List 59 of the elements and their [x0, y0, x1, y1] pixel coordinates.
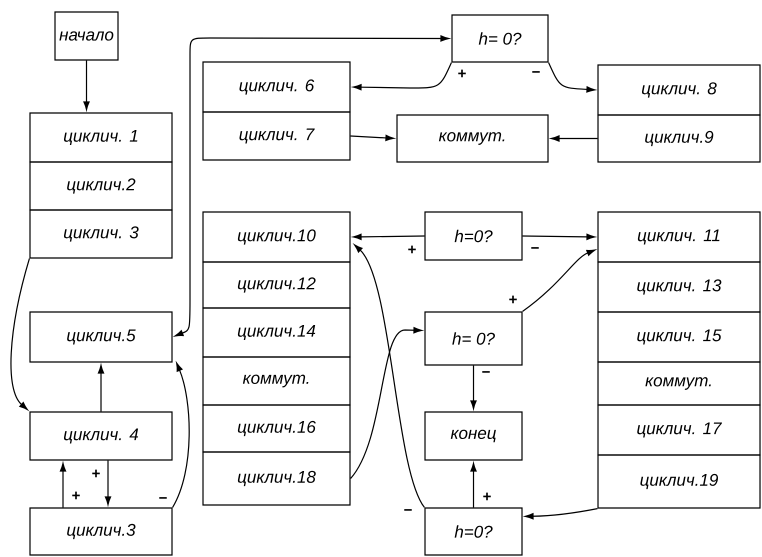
process-box: циклич. 13: [597, 261, 761, 313]
edge-label: −: [480, 370, 492, 378]
process-box: циклич. 4: [29, 411, 173, 461]
process-box: коммут.: [202, 356, 351, 406]
process-box: циклич.9: [597, 114, 761, 163]
edge-label: −: [530, 246, 540, 254]
edge-label: +: [406, 244, 418, 256]
edge-label: +: [90, 468, 102, 480]
arrow: [174, 35, 450, 337]
process-box: циклич.18: [202, 451, 351, 506]
arrow: [352, 234, 424, 240]
decision-box: h=0?: [424, 507, 523, 556]
edge-label: −: [402, 508, 414, 516]
arrow: [83, 60, 90, 110]
process-box: циклич. 7: [202, 111, 351, 161]
process-box: циклич.10: [202, 211, 351, 263]
process-box: циклич.5: [29, 311, 173, 363]
edge-label: +: [508, 294, 518, 306]
arrow: [522, 249, 596, 312]
arrow: [352, 62, 452, 90]
process-box: циклич.2: [29, 161, 173, 211]
process-box: коммут.: [597, 361, 761, 406]
process-box: циклич. 8: [597, 64, 761, 116]
arrow: [470, 366, 477, 410]
edge-label: +: [70, 490, 82, 502]
process-box: циклич. 11: [597, 211, 761, 263]
arrow: [470, 462, 477, 508]
process-box: циклич. 6: [202, 61, 351, 113]
end-box: конец: [424, 411, 523, 461]
process-box: циклич.16: [202, 404, 351, 453]
process-box: циклич. 3: [29, 209, 173, 259]
arrow: [548, 62, 596, 93]
decision-box: h=0?: [424, 211, 523, 261]
edge-label: +: [456, 68, 468, 80]
decision-box: h= 0?: [451, 14, 549, 63]
arrow: [98, 364, 104, 412]
decision-box: h= 0?: [424, 311, 523, 366]
arrow: [550, 135, 598, 142]
process-box: циклич.19: [597, 454, 761, 509]
arrow: [350, 134, 394, 142]
process-box: коммут.: [396, 114, 549, 163]
arrow: [104, 460, 112, 506]
process-box: циклич.3: [29, 507, 173, 556]
arrow: [10, 258, 30, 410]
arrow: [350, 327, 422, 479]
arrow: [60, 462, 66, 508]
edge-label: +: [482, 492, 492, 502]
arrow: [172, 362, 190, 508]
edge-label: −: [158, 496, 168, 504]
start-box: начало: [54, 11, 119, 61]
process-box: циклич.12: [202, 261, 351, 309]
process-box: циклич. 1: [29, 112, 173, 163]
arrow: [524, 508, 598, 520]
edge-label: −: [530, 70, 542, 78]
process-box: циклич. 17: [597, 404, 761, 456]
process-box: циклич. 15: [597, 311, 761, 363]
arrow: [354, 244, 425, 508]
arrow: [522, 234, 596, 240]
process-box: циклич.14: [202, 307, 351, 358]
